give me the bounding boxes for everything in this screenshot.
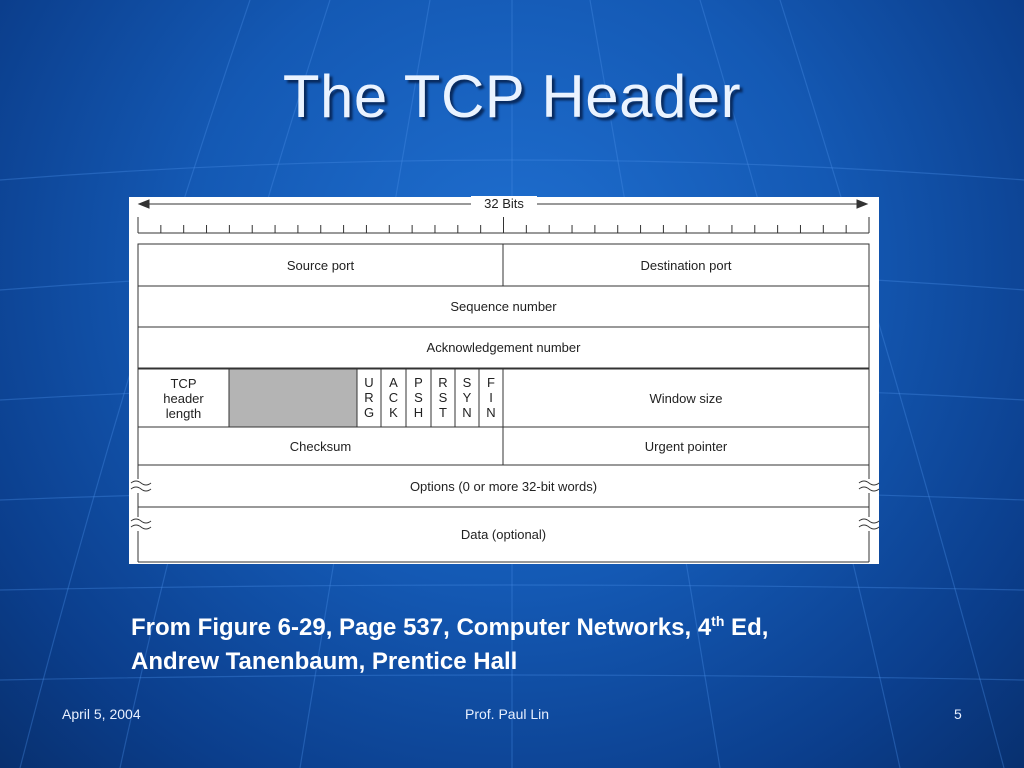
footer-date: April 5, 2004: [62, 706, 141, 722]
data-field: Data (optional): [460, 527, 547, 542]
flag-urg: U R G: [363, 375, 375, 420]
source-port-field: Source port: [286, 257, 355, 273]
sequence-number-field: Sequence number: [450, 299, 557, 314]
urgent-pointer-field: Urgent pointer: [644, 438, 728, 454]
flag-syn: S Y N: [462, 375, 472, 420]
window-size-field: Window size: [649, 390, 723, 406]
figure-caption: From Figure 6-29, Page 537, Computer Net…: [131, 604, 931, 679]
bits-arrow-left: [137, 199, 150, 209]
slide-title: The TCP Header: [282, 63, 742, 130]
caption-superscript: th: [711, 613, 725, 629]
flag-fin: F I N: [486, 375, 496, 420]
footer-page-number: 5: [954, 706, 962, 722]
flag-rst: R S T: [438, 375, 448, 420]
checksum-field: Checksum: [289, 438, 352, 454]
tcp-header-diagram: 32 Bits Source port Destination port Seq…: [129, 196, 879, 564]
bits-width-label: 32 Bits: [471, 196, 537, 211]
destination-port-field: Destination port: [640, 257, 732, 273]
caption-text-end: Ed,: [724, 614, 769, 641]
tcp-header-length-field: TCP header length: [163, 375, 204, 421]
flag-ack: A C K: [388, 375, 399, 420]
bits-arrow-right: [856, 199, 869, 209]
caption-line-2: Andrew Tanenbaum, Prentice Hall: [131, 648, 518, 675]
footer-author: Prof. Paul Lin: [465, 706, 550, 722]
acknowledgement-number-field: Acknowledgement number: [426, 340, 581, 355]
flag-psh: P S H: [413, 375, 424, 420]
caption-text: From Figure 6-29, Page 537, Computer Net…: [131, 614, 712, 641]
caption-line-1: From Figure 6-29, Page 537, Computer Net…: [131, 604, 931, 645]
reserved-bits: [228, 368, 358, 428]
options-field: Options (0 or more 32-bit words): [409, 478, 598, 494]
